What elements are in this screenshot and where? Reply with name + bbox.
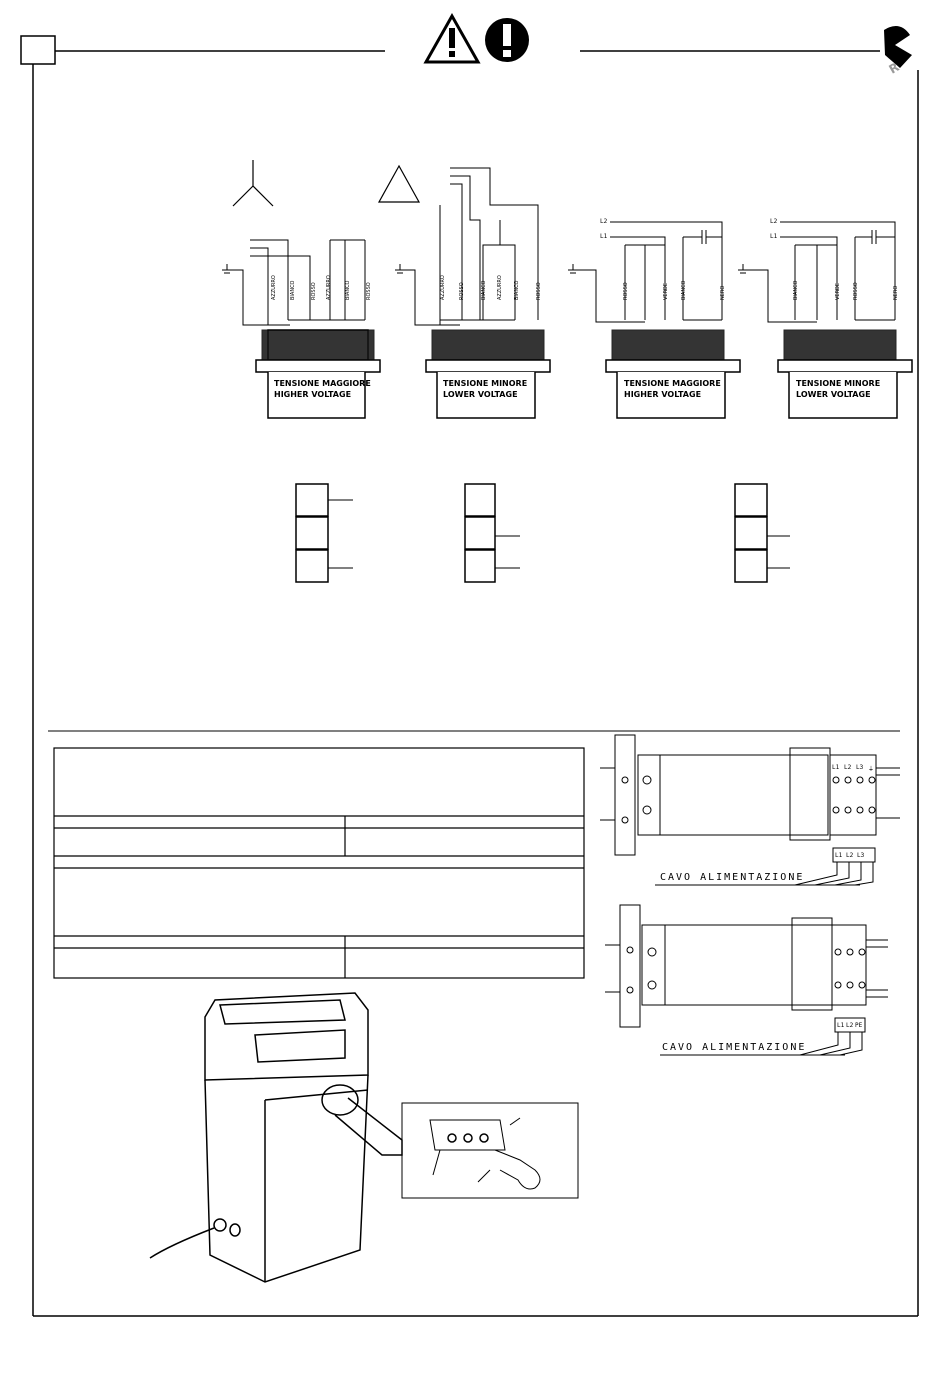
- wiring-diagrams: [232, 167, 896, 326]
- line-label-l1-b: L1: [770, 233, 778, 240]
- motor-2-label-line2: LOWER VOLTAGE: [443, 390, 518, 399]
- brand-logo: R: [884, 26, 912, 77]
- terminal-l1: L1: [832, 764, 840, 771]
- warning-triangle-icon: [423, 12, 481, 64]
- control-cabinet-illustration: [149, 992, 579, 1283]
- terminal-l2-cable: L2: [846, 852, 854, 859]
- wire-label: BIANCO: [290, 280, 296, 301]
- wire-label: NERO: [893, 285, 899, 300]
- wire-label: BIANCO: [514, 280, 520, 301]
- terminal-ground: ⏚: [868, 766, 875, 773]
- motor-4-label-line2: LOWER VOLTAGE: [796, 390, 871, 399]
- line-label-l2: L2: [600, 218, 608, 225]
- terminal-b-pe: PE: [855, 1022, 863, 1029]
- terminal-l1-cable: L1: [835, 852, 843, 859]
- wire-label: ROSSO: [536, 282, 542, 300]
- power-cable-label-top: CAVO ALIMENTAZIONE: [660, 872, 805, 883]
- wire-label: ROSSO: [459, 282, 465, 300]
- terminal-b-l2: L2: [846, 1022, 854, 1029]
- line-label-l1: L1: [600, 233, 608, 240]
- line-label-l2-b: L2: [770, 218, 778, 225]
- wire-label: ROSSO: [366, 282, 372, 300]
- motor-1-label-line2: HIGHER VOLTAGE: [274, 390, 352, 399]
- power-cable-label-bottom: CAVO ALIMENTAZIONE: [662, 1042, 807, 1053]
- wire-label: AZZURRO: [497, 275, 503, 300]
- ground-icons: [222, 264, 748, 274]
- wire-label: ROSSO: [311, 282, 317, 300]
- motor-bodies: [255, 329, 913, 419]
- wire-label: BIANCO: [681, 280, 687, 301]
- wire-label: AZZURRO: [440, 275, 446, 300]
- terminal-l3: L3: [856, 764, 864, 771]
- motor-2-label-line1: TENSIONE MINORE: [443, 379, 528, 388]
- terminal-boxes: [295, 483, 790, 583]
- terminal-strip-top: [600, 734, 900, 886]
- motor-1-label-line1: TENSIONE MAGGIORE: [274, 379, 371, 388]
- wire-label: BIANCO: [481, 280, 487, 301]
- star-symbol-icon: [232, 160, 274, 207]
- wire-label: VERDE: [835, 282, 841, 300]
- wire-label: BIANCO: [793, 280, 799, 301]
- wire-label: AZZURRO: [326, 275, 332, 300]
- page-frame: [20, 35, 919, 1317]
- wire-label: AZZURRO: [271, 275, 277, 300]
- wire-label: NERO: [720, 285, 726, 300]
- specification-table: [53, 747, 585, 979]
- terminal-l2: L2: [844, 764, 852, 771]
- motor-3-label-line1: TENSIONE MAGGIORE: [624, 379, 721, 388]
- mandatory-exclamation-icon: [485, 18, 529, 62]
- terminal-strip-bottom: [605, 904, 888, 1056]
- motor-4-label-line1: TENSIONE MINORE: [796, 379, 881, 388]
- wire-label: VERDE: [663, 282, 669, 300]
- terminal-b-l1: L1: [837, 1022, 845, 1029]
- terminal-l3-cable: L3: [857, 852, 865, 859]
- motor-3-label-line2: HIGHER VOLTAGE: [624, 390, 702, 399]
- wire-label: BIANCO: [345, 280, 351, 301]
- wire-label: ROSSO: [623, 282, 629, 300]
- wire-label: ROSSO: [853, 282, 859, 300]
- delta-symbol-icon: [377, 164, 421, 203]
